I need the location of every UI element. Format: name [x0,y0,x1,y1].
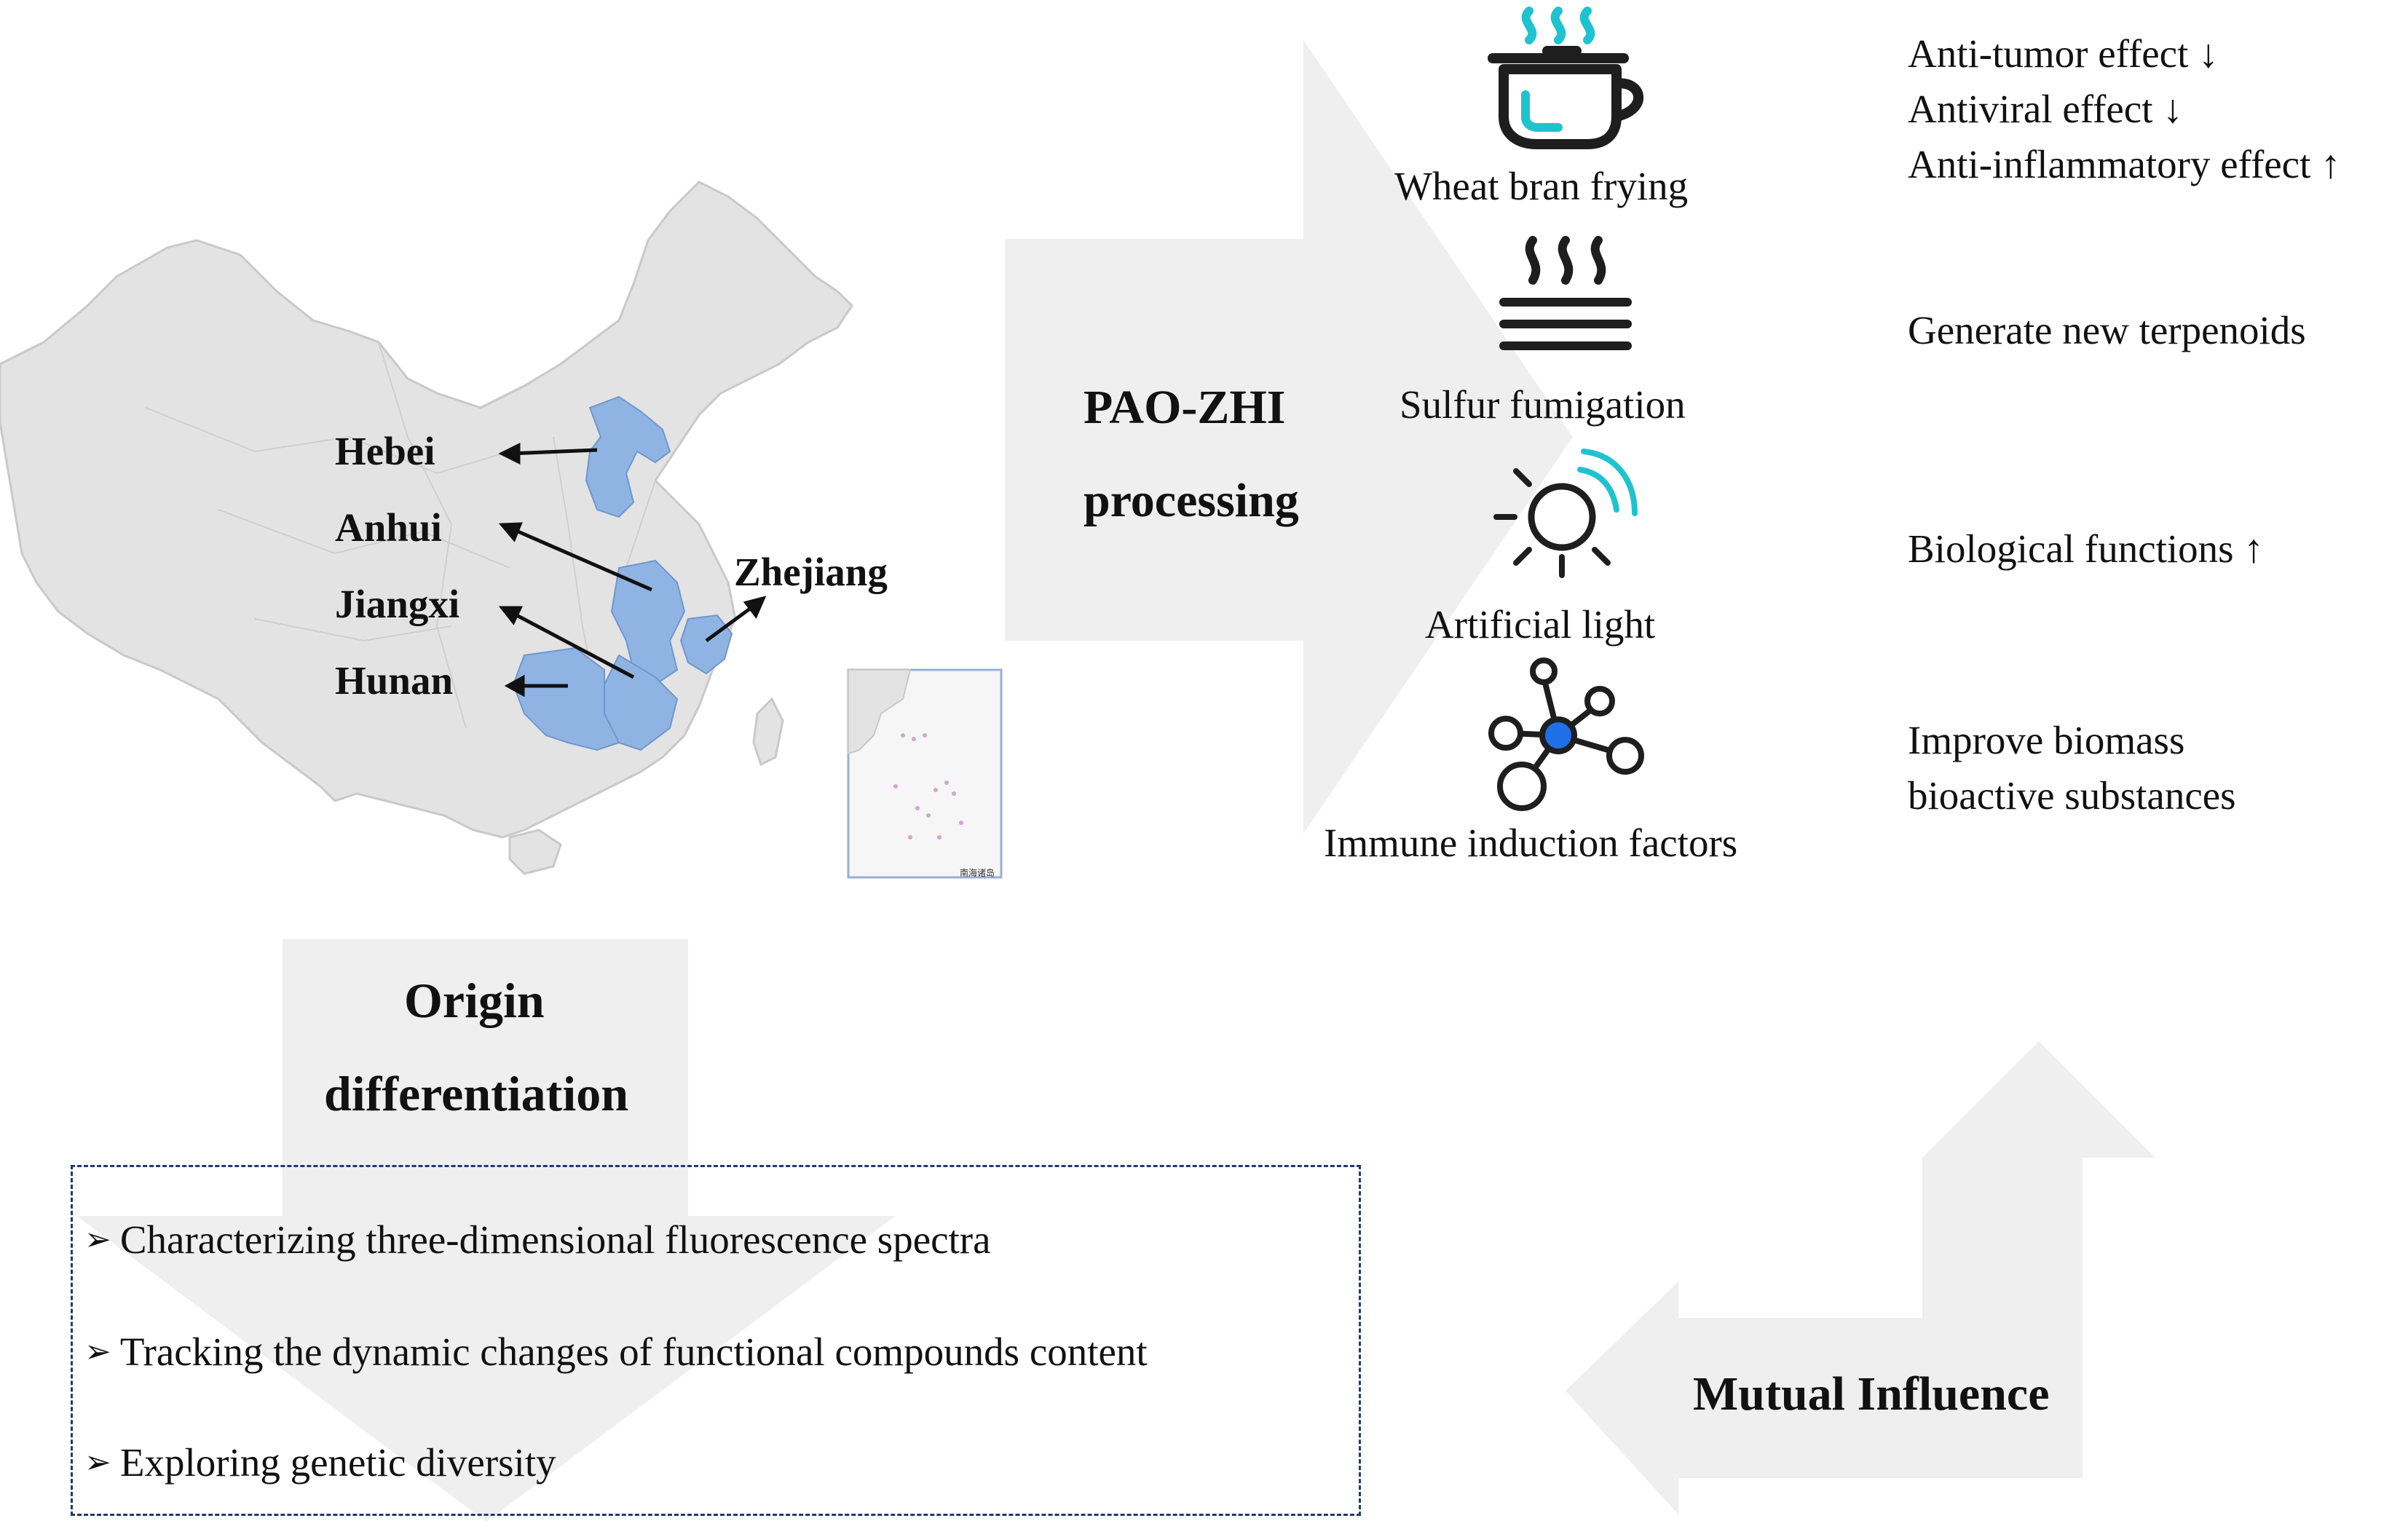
province-anhui [610,559,686,686]
effect-new-terpenoids: Generate new terpenoids [1908,308,2306,352]
bullet-functional-compounds: ➢ Tracking the dynamic changes of functi… [84,1332,1148,1372]
bullet-text: Characterizing three-dimensional fluores… [119,1217,991,1262]
origin-methods-box: ➢ Characterizing three-dimensional fluor… [71,1165,1361,1516]
mutual-influence-label: Mutual Influence [1693,1367,2050,1421]
inset-caption: 南海诸岛 [960,868,995,878]
label-jiangxi: Jiangxi [335,582,460,626]
bullet-arrow-icon: ➢ [84,1333,111,1370]
bullet-text: Exploring genetic diversity [119,1440,556,1485]
paozhi-title-line2: processing [1083,474,1299,527]
effect-bioactive-substances: bioactive substances [1908,773,2236,818]
taiwan-island [752,697,784,767]
effect-antiviral: Antiviral effect ↓ [1908,87,2183,131]
effect-biological-functions: Biological functions ↑ [1908,526,2264,571]
south-china-sea-inset [847,668,1003,879]
province-hebei [585,395,671,518]
paozhi-arrow [1005,40,1573,834]
effects-immune: Improve biomass bioactive substances [1908,713,2236,823]
bullet-arrow-icon: ➢ [84,1221,111,1257]
bullet-text: Tracking the dynamic changes of function… [119,1330,1148,1374]
paozhi-title-line1: PAO-ZHI [1083,381,1286,434]
effect-anti-inflammatory: Anti-inflammatory effect ↑ [1908,142,2341,186]
china-map [0,181,853,875]
label-anhui: Anhui [335,505,442,550]
label-hebei: Hebei [335,429,435,473]
method-label-wheat-bran-frying: Wheat bran frying [1394,164,1689,208]
province-hunan [512,647,620,751]
sun-light-icon [1493,449,1638,578]
bullet-genetic-diversity: ➢ Exploring genetic diversity [84,1442,556,1482]
mutual-influence-arrow [1566,1041,2155,1514]
label-hunan: Hunan [335,658,454,703]
method-label-immune-induction-factors: Immune induction factors [1324,821,1738,865]
steaming-pot-icon [1488,7,1643,149]
method-label-sulfur-fumigation: Sulfur fumigation [1400,382,1686,427]
label-zhejiang: Zhejiang [734,550,888,594]
hainan-island [508,829,562,875]
effect-improve-biomass: Improve biomass [1908,718,2185,762]
effects-light: Biological functions ↑ [1908,521,2264,577]
method-label-artificial-light: Artificial light [1425,602,1656,647]
province-pointer-arrows [498,442,767,698]
fumigation-icon [1499,236,1632,350]
bullet-fluorescence: ➢ Characterizing three-dimensional fluor… [84,1220,991,1260]
origin-arrow [76,939,896,1522]
effects-frying: Anti-tumor effect ↓ Antiviral effect ↓ A… [1908,26,2341,192]
effects-sulfur: Generate new terpenoids [1908,303,2306,358]
effect-anti-tumor: Anti-tumor effect ↓ [1908,31,2219,76]
molecule-network-icon [1488,657,1644,811]
bullet-arrow-icon: ➢ [84,1444,111,1480]
origin-title-line1: Origin [404,973,545,1028]
origin-title-line2: differentiation [324,1066,629,1121]
